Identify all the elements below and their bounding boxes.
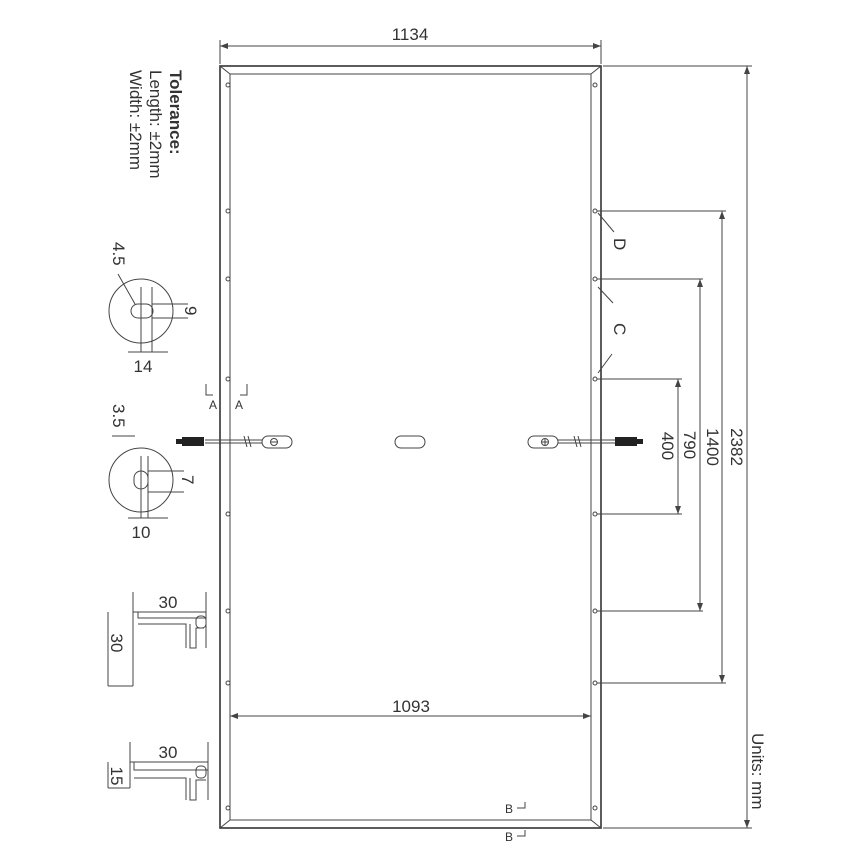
tolerance-width: Width: ±2mm [126, 70, 145, 170]
dim-1400: 1400 [703, 428, 722, 466]
hole-leaders: D C [597, 212, 629, 374]
cable-left [176, 435, 262, 448]
tolerance-title: Tolerance: [166, 70, 185, 155]
section-b-top-label: B [505, 802, 513, 816]
frame-profile-short: 30 15 [107, 742, 209, 801]
tolerance-length: Length: ±2mm [146, 70, 165, 179]
dim-400: 400 [658, 432, 677, 460]
outer-frame [219, 65, 602, 829]
units-note: Units: mm [748, 733, 767, 810]
dim-overall-width: 1134 [219, 25, 602, 64]
dim-790-group: 790 [597, 278, 703, 612]
dim-400-group: 400 [597, 378, 682, 515]
frame-profile-long: 30 30 [107, 592, 207, 687]
hole2-dim-right: 7 [178, 475, 197, 484]
dim-1093: 1093 [392, 697, 430, 716]
hole1-dim-top: 4.5 [109, 242, 128, 266]
hole-d-label: D [610, 238, 629, 250]
section-a-right-label: A [235, 398, 243, 412]
frame-long-width: 30 [159, 593, 178, 612]
tolerance-note: Tolerance: Length: ±2mm Width: ±2mm [126, 70, 185, 179]
hole1-dim-bottom: 14 [134, 357, 153, 376]
mounting-holes-right [592, 82, 598, 811]
dim-inner-width: 1093 [230, 697, 591, 719]
dim-2382: 2382 [727, 428, 746, 466]
junction-box-center [394, 435, 426, 449]
hole2-dim-top: 3.5 [109, 404, 128, 428]
frame-long-height: 30 [107, 634, 126, 653]
panel-frame [219, 65, 602, 829]
section-a-left-label: A [209, 398, 217, 412]
hole-detail-2: 3.5 7 10 [108, 404, 197, 542]
hole-detail-1: 4.5 9 14 [108, 242, 200, 376]
dim-overall-length: 2382 [603, 65, 752, 829]
junction-box-left [261, 435, 293, 449]
junction-box-right [527, 435, 559, 449]
hole2-dim-bottom: 10 [132, 523, 151, 542]
frame-short-height: 15 [107, 767, 126, 786]
section-b-bottom-label: B [505, 830, 513, 844]
section-a-markers: A A [205, 384, 248, 412]
hole-c-label: C [610, 323, 629, 335]
cable-right [558, 435, 643, 448]
connector-right [615, 437, 637, 446]
dim-1400-group: 1400 [597, 210, 726, 684]
dim-790: 790 [680, 431, 699, 459]
frame-short-width: 30 [159, 743, 178, 762]
mounting-holes-left [225, 82, 231, 811]
hole1-dim-right: 9 [181, 306, 200, 315]
connector-left [182, 437, 204, 446]
dim-1134: 1134 [392, 25, 429, 44]
section-b-markers: B B [505, 802, 526, 844]
inner-frame [229, 73, 592, 821]
